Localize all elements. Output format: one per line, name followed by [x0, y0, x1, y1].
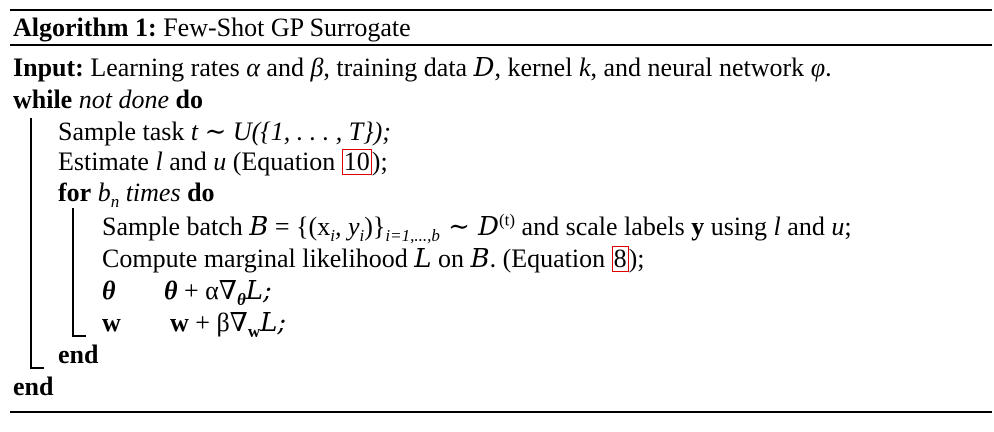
math-text: + β∇ [188, 308, 248, 337]
u-symbol: u [213, 147, 227, 176]
math-subscript: w [247, 322, 261, 342]
estimate-line: Estimate l and u (Equation 10); [58, 147, 388, 177]
while-keyword: while [13, 85, 73, 114]
statement-text: Sample batch [102, 212, 250, 241]
statement-text: Sample task [58, 117, 191, 146]
header-rule [10, 44, 992, 46]
equation-8-link[interactable]: 8 [611, 244, 629, 273]
phi-symbol: φ [810, 53, 826, 82]
for-times: times [125, 178, 181, 207]
for-keyword: for [58, 178, 92, 207]
math-text: L; [245, 276, 272, 306]
input-text: , and neural network [590, 53, 811, 82]
alpha-symbol: α [246, 53, 260, 82]
y-vector-symbol: y [691, 212, 705, 241]
top-rule [10, 9, 992, 11]
math-subscript: i [330, 226, 335, 246]
theta-lhs: θ [102, 276, 116, 305]
statement-text: (Equation [226, 147, 342, 176]
math-superscript: (t) [499, 210, 516, 230]
statement-text: using [704, 212, 774, 241]
algorithm-title: Few-Shot GP Surrogate [163, 13, 411, 42]
for-block-bar [72, 208, 74, 336]
statement-text: ); [371, 147, 388, 176]
while-condition: not done [78, 85, 169, 114]
u-symbol: u [831, 212, 845, 241]
input-text: Learning rates [90, 53, 247, 82]
math-text: )} [364, 212, 386, 241]
math-text: , y [334, 212, 360, 241]
sample-batch-line: Sample batch B = {(xi, yi)}i=1,...,b ∼ D… [102, 210, 852, 246]
math-subscript: i [359, 226, 365, 246]
for-line: for bn times do [58, 178, 215, 212]
l-symbol: l [773, 212, 781, 241]
algorithm-label: Algorithm 1: [13, 13, 157, 42]
while-block-bar [30, 118, 32, 368]
statement-text: and [162, 147, 214, 176]
for-block-hook [72, 335, 86, 337]
input-text: , training data [323, 53, 474, 82]
math-text: L; [260, 308, 287, 338]
batch-symbol: B [249, 212, 269, 242]
equation-10-link[interactable]: 10 [341, 147, 372, 176]
statement-text: ); [628, 244, 645, 273]
w-lhs: w [102, 308, 121, 337]
input-keyword: Input: [13, 53, 84, 82]
statement-text: ; [844, 212, 852, 241]
beta-symbol: β [310, 53, 324, 82]
statement-text: Estimate [58, 147, 156, 176]
math-subscript: i=1,...,b [385, 226, 440, 246]
l-symbol: l [155, 147, 163, 176]
while-do-keyword: do [175, 85, 203, 114]
data-symbol: D [473, 53, 495, 83]
input-text: and [259, 53, 311, 82]
end-for-keyword: end [58, 340, 99, 369]
for-variable-subscript: n [110, 192, 120, 212]
input-text: , kernel [494, 53, 579, 82]
theta-rhs: θ [164, 276, 178, 305]
while-block-hook [30, 367, 44, 369]
likelihood-symbol: L [414, 244, 432, 274]
w-rhs: w [170, 308, 189, 337]
statement-text: . (Equation [489, 244, 612, 273]
sample-task-line: Sample task t ∼ U({1, . . . , T}); [58, 117, 391, 147]
compute-line: Compute marginal likelihood L on B. (Equ… [102, 244, 645, 274]
batch-symbol: B [470, 244, 490, 274]
algorithm-header: Algorithm 1: Few-Shot GP Surrogate [13, 13, 411, 43]
while-line: while not done do [13, 85, 203, 115]
for-variable: b [97, 178, 111, 207]
kernel-symbol: k [578, 53, 591, 82]
math-text: ∼ D [439, 212, 499, 242]
input-text: . [825, 53, 832, 82]
statement-text: and [780, 212, 832, 241]
sample-task-expression: t ∼ U({1, . . . , T}); [190, 117, 391, 146]
statement-text: Compute marginal likelihood [102, 244, 415, 273]
input-line: Input: Learning rates α and β, training … [13, 53, 832, 83]
math-subscript: θ [236, 290, 246, 310]
statement-text: on [431, 244, 471, 273]
statement-text: and scale labels [515, 212, 692, 241]
math-text: + α∇ [177, 276, 237, 305]
bottom-rule [10, 411, 992, 413]
math-text: = {(x [268, 212, 331, 241]
end-while-keyword: end [13, 372, 54, 401]
for-do-keyword: do [187, 178, 215, 207]
